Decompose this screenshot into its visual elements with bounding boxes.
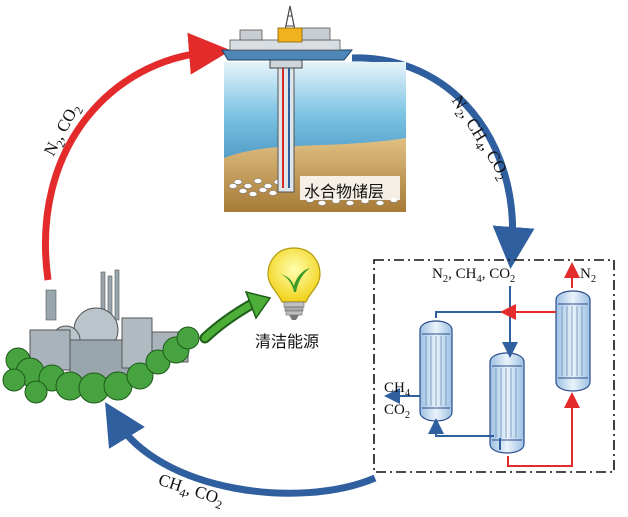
hydrate-layer-label: 水合物储层 bbox=[304, 178, 384, 202]
light-bulb-icon bbox=[267, 247, 321, 320]
power-plant-illustration bbox=[2, 269, 200, 404]
offshore-platform-scene bbox=[221, 5, 406, 212]
green-arrow bbox=[199, 290, 272, 344]
n2-output-label: N2 bbox=[580, 266, 596, 285]
red-arc-arrow bbox=[41, 32, 231, 281]
separation-process-box bbox=[373, 259, 615, 473]
hydrate-layer-text: 水合物储层 bbox=[304, 182, 385, 201]
separation-column-left bbox=[419, 320, 453, 422]
clean-energy-text: 清洁能源 bbox=[255, 332, 320, 351]
separation-column-right bbox=[555, 290, 591, 392]
separation-column-middle bbox=[489, 352, 525, 454]
ch4-output-text: CH4 bbox=[384, 380, 411, 399]
blue-arc-arrow-bottom bbox=[105, 402, 377, 497]
clean-energy-label: 清洁能源 bbox=[255, 328, 319, 352]
process-input-label: N2, CH4, CO2 bbox=[432, 266, 515, 285]
process-input-text: N2, CH4, CO2 bbox=[432, 266, 516, 285]
process-piping bbox=[384, 262, 580, 467]
co2-output-label: CO2 bbox=[384, 402, 410, 421]
ch4-output-label: CH4 bbox=[384, 380, 410, 399]
n2-output-text: N2 bbox=[580, 266, 597, 285]
co2-output-text: CO2 bbox=[384, 402, 411, 421]
blue-arc-arrow-right bbox=[351, 54, 535, 269]
